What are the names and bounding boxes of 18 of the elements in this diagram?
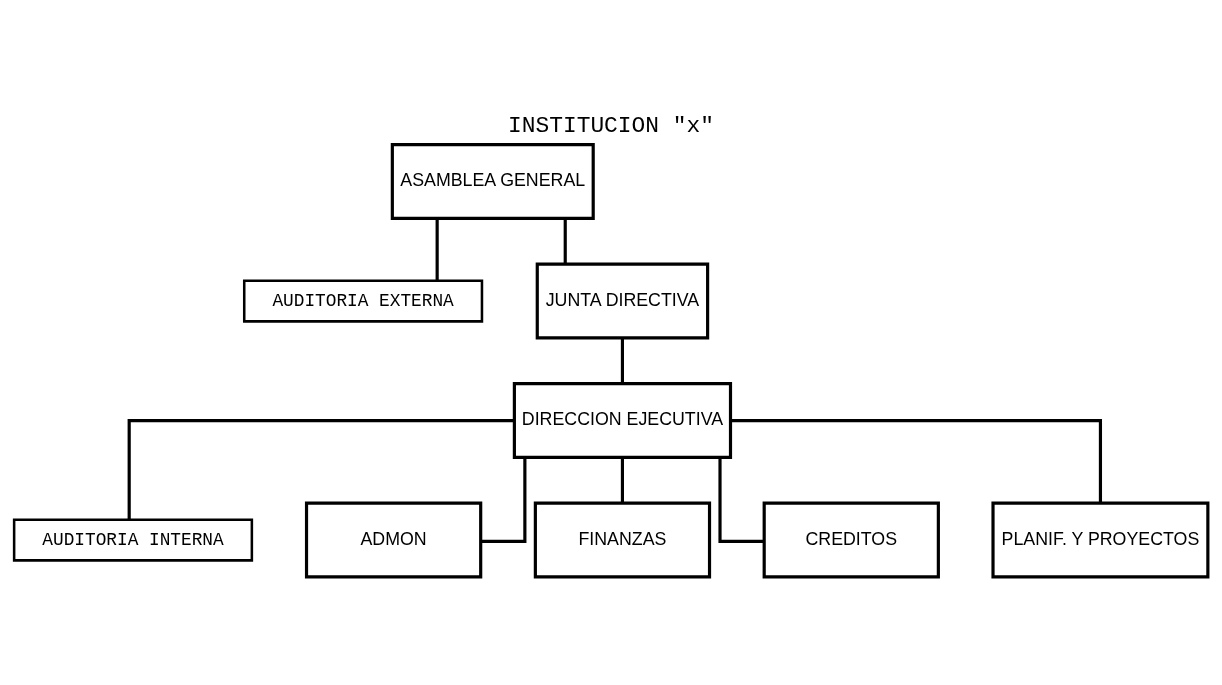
node-box: ASAMBLEA GENERAL bbox=[390, 142, 595, 220]
connector bbox=[563, 218, 567, 264]
node-box: PLANIF. Y PROYECTOS bbox=[991, 501, 1210, 578]
node-box: AUDITORIA EXTERNA bbox=[242, 278, 484, 323]
node-box: DIRECCION EJECUTIVA bbox=[512, 381, 733, 459]
connector bbox=[127, 418, 515, 519]
connector bbox=[435, 218, 439, 281]
node-box: CREDITOS bbox=[762, 501, 940, 578]
node-box: JUNTA DIRECTIVA bbox=[535, 262, 710, 339]
node-box: ADMON bbox=[304, 501, 483, 578]
connector bbox=[730, 418, 1103, 503]
diagram-title: INSTITUCION "x" bbox=[508, 112, 714, 139]
connector bbox=[718, 456, 765, 543]
node-box: FINANZAS bbox=[533, 501, 712, 578]
connector bbox=[480, 456, 527, 543]
connector bbox=[620, 457, 625, 503]
node-box: AUDITORIA INTERNA bbox=[12, 517, 254, 562]
connector bbox=[620, 337, 625, 383]
